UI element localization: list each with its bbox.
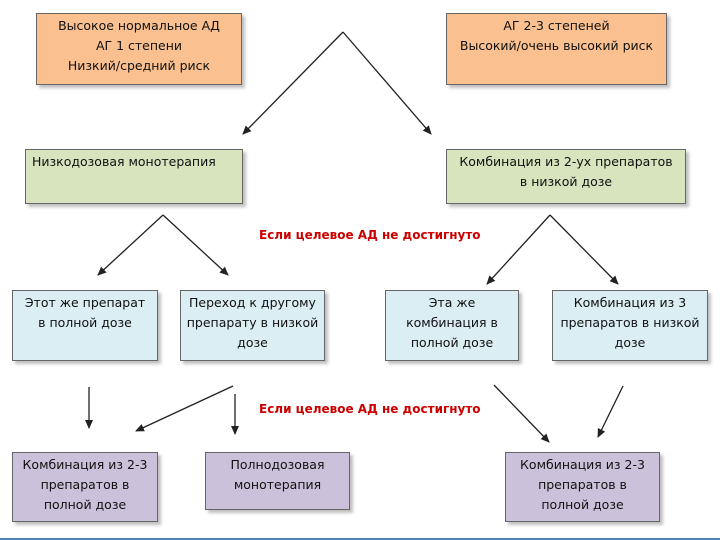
box-high-normal-bp: Высокое нормальное АД АГ 1 степени Низки… (36, 13, 242, 85)
box-full-dose-monotherapy: Полнодозовая монотерапия (205, 452, 350, 510)
arrow-to-combo3-low (549, 214, 619, 285)
arrow-combo3-to-full (597, 385, 624, 438)
box-switch-drug: Переход к другому препарату в низкой доз… (180, 290, 325, 361)
box-three-drug-combo-low: Комбинация из 3 препаратов в низкой дозе (552, 290, 708, 361)
arrow-to-same-combo (486, 214, 551, 285)
box-combo-2-3-full-right: Комбинация из 2-3 препаратов в полной до… (505, 452, 660, 522)
note-target-bp-not-reached-2: Если целевое АД не достигнуто (259, 402, 481, 416)
box-combo-2-3-full-left: Комбинация из 2-3 препаратов в полной до… (12, 452, 158, 522)
box-low-dose-monotherapy: Низкодозовая монотерапия (25, 149, 243, 204)
arrow-to-switch-drug (162, 214, 229, 276)
box-same-combo-full-dose: Эта же комбинация в полной дозе (385, 290, 519, 361)
note-target-bp-not-reached-1: Если целевое АД не достигнуто (259, 228, 481, 242)
arrow-switch-to-combo (135, 385, 234, 432)
arrow-same-combo-to-full (493, 384, 550, 443)
footer-divider (0, 538, 720, 540)
box-ag-2-3: АГ 2-3 степеней Высокий/очень высокий ри… (446, 13, 667, 85)
arrow-to-same-drug (97, 214, 164, 276)
box-two-drug-combo-low: Комбинация из 2-ух препаратов в низкой д… (446, 149, 686, 204)
arrow-to-combo2-low (342, 31, 432, 135)
box-same-drug-full-dose: Этот же препарат в полной дозе (12, 290, 158, 361)
arrow-to-low-mono (242, 31, 344, 135)
